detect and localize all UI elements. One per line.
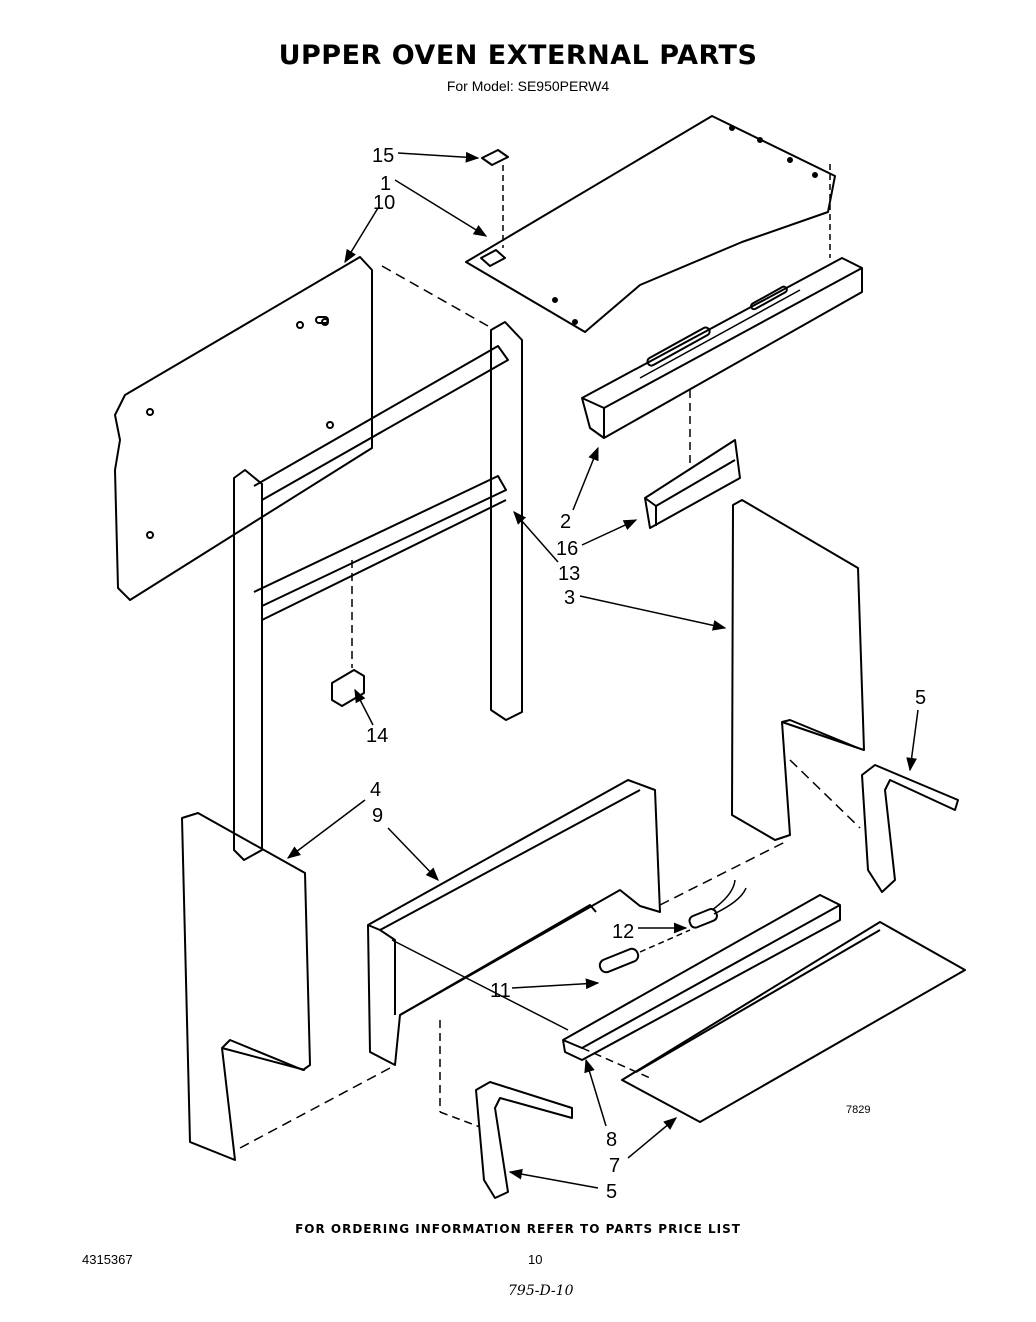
part-15-clip: [481, 149, 509, 166]
page-number: 10: [528, 1252, 543, 1267]
callout-8: 8: [606, 1129, 617, 1151]
part-14-small-bracket: [331, 669, 365, 707]
part-2-top-rail: [581, 257, 863, 439]
part-7-bottom-deflector: [621, 921, 966, 1123]
figure-id: 7829: [846, 1104, 871, 1116]
page-title: UPPER OVEN EXTERNAL PARTS: [278, 40, 758, 71]
part-4-left-panel: [181, 812, 311, 1161]
callout-4: 4: [370, 779, 381, 801]
model-subtitle: For Model: SE950PERW4: [446, 78, 610, 94]
callout-13: 13: [558, 563, 580, 585]
callout-9: 9: [372, 805, 383, 827]
callout-16: 16: [556, 538, 578, 560]
leader-lines: [286, 151, 919, 1189]
part-5-right-support: [861, 764, 959, 893]
callout-15: 15: [372, 145, 394, 167]
ordering-info-note: FOR ORDERING INFORMATION REFER TO PARTS …: [295, 1222, 741, 1236]
callout-11: 11: [490, 980, 511, 1002]
part-10-rear-panel: [114, 256, 373, 601]
callout-3: 3: [564, 587, 575, 609]
part-12-socket: [688, 879, 747, 929]
part-16-bracket: [644, 439, 741, 529]
callout-2: 2: [560, 511, 571, 533]
part-1-top-panel: [465, 115, 836, 333]
part-9-lower-trim: [367, 779, 661, 1066]
callout-labels: 15 1 10 2 16 13 3 5 14 4 9 12 11 8 7 5: [366, 145, 926, 1203]
callout-10: 10: [373, 192, 395, 214]
callout-7: 7: [609, 1155, 620, 1177]
callout-14: 14: [366, 725, 388, 747]
callout-12: 12: [612, 921, 634, 943]
handwritten-note: 795-D-10: [508, 1283, 574, 1299]
callout-1: 1: [380, 173, 391, 195]
part-11-lamp: [598, 947, 640, 974]
part-5-left-support: [475, 1081, 573, 1199]
document-number: 4315367: [82, 1252, 133, 1267]
callout-5-right: 5: [915, 687, 926, 709]
callout-5-left: 5: [606, 1181, 617, 1203]
part-3-side-panel: [731, 499, 865, 841]
